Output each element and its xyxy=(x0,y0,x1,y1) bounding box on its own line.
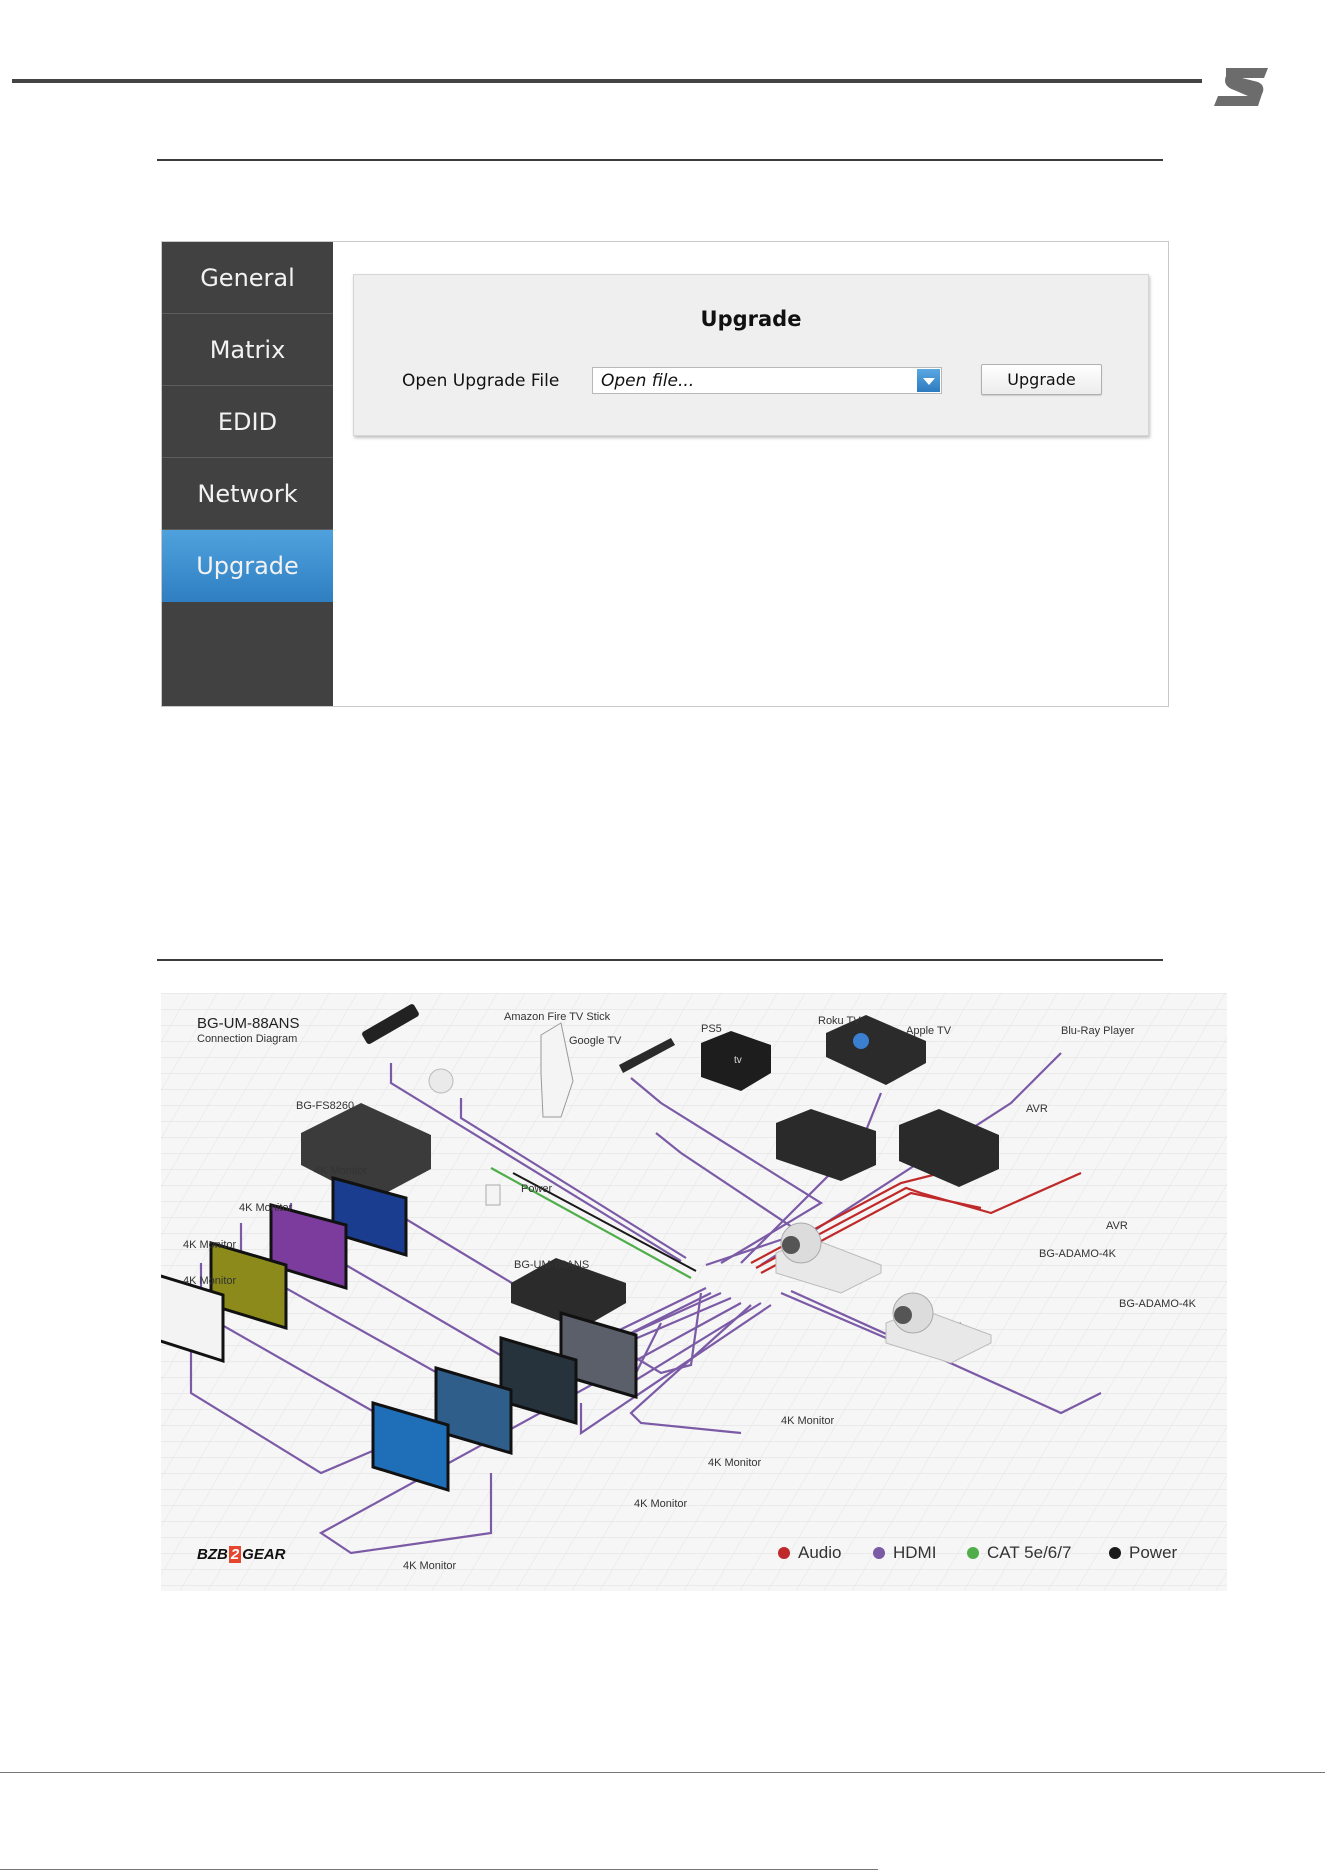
avr-2 xyxy=(899,1109,999,1187)
label-google-tv: Google TV xyxy=(569,1035,622,1047)
camera-2 xyxy=(885,1292,992,1364)
open-file-select[interactable]: Open file... xyxy=(592,367,942,394)
upgrade-panel: Upgrade Open Upgrade File Open file... U… xyxy=(353,274,1149,436)
legend-audio: Audio xyxy=(778,1543,841,1563)
diagram-title: BG-UM-88ANS xyxy=(197,1015,300,1032)
label-monitor-3: 4K Monitor xyxy=(183,1239,237,1251)
monitor-3 xyxy=(209,1240,288,1331)
cat-dot-icon xyxy=(967,1547,979,1559)
legend-cat-label: CAT 5e/6/7 xyxy=(987,1543,1072,1562)
diagram-illustration: tv xyxy=(161,993,1227,1591)
label-power: Power xyxy=(521,1183,553,1195)
open-upgrade-file-label: Open Upgrade File xyxy=(402,371,560,391)
section-rule-top xyxy=(157,159,1163,161)
power-cable xyxy=(512,1172,697,1272)
network-switch-bg-fs8260 xyxy=(301,1103,431,1201)
apple-tv-box: tv xyxy=(701,1031,771,1091)
label-apple-tv: Apple TV xyxy=(906,1025,952,1037)
web-ui-upgrade-screenshot: General Matrix EDID Network Upgrade Upgr… xyxy=(161,241,1169,707)
nav-item-matrix[interactable]: Matrix xyxy=(162,314,333,386)
monitor-6 xyxy=(499,1335,578,1426)
ps5 xyxy=(540,1022,574,1118)
sidebar-nav: General Matrix EDID Network Upgrade xyxy=(162,242,333,706)
power-dot-icon xyxy=(1109,1547,1121,1559)
monitor-1 xyxy=(331,1176,408,1258)
bluray-player xyxy=(826,1015,926,1085)
label-cam-1: BG-ADAMO-4K xyxy=(1039,1248,1117,1260)
legend-power-label: Power xyxy=(1129,1543,1178,1562)
google-tv xyxy=(428,1068,454,1094)
label-monitor-6: 4K Monitor xyxy=(708,1457,762,1469)
nav-item-edid[interactable]: EDID xyxy=(162,386,333,458)
label-switch: BG-FS8260 xyxy=(296,1100,355,1112)
label-avr-2: AVR xyxy=(1106,1220,1128,1232)
legend-hdmi: HDMI xyxy=(873,1543,936,1563)
panel-title: Upgrade xyxy=(700,307,802,331)
camera-1 xyxy=(775,1222,882,1294)
label-avr-1: AVR xyxy=(1026,1103,1048,1115)
connection-diagram: tv BG-UM-88ANS Connection Diagram Amazon… xyxy=(161,993,1227,1591)
label-monitor-1: 4K Monitor xyxy=(314,1165,368,1177)
label-monitor-5: 4K Monitor xyxy=(781,1415,835,1427)
power-outlet xyxy=(485,1184,501,1206)
label-ps5: PS5 xyxy=(701,1023,722,1035)
cat-cable xyxy=(490,1167,692,1279)
nav-item-general[interactable]: General xyxy=(162,242,333,314)
brand-bzb: BZB xyxy=(197,1546,228,1563)
diagram-subtitle: Connection Diagram xyxy=(197,1033,298,1045)
monitor-2 xyxy=(269,1203,348,1291)
label-roku: Roku TV xyxy=(818,1015,861,1027)
header-rule xyxy=(12,79,1202,83)
monitor-7 xyxy=(434,1365,513,1456)
label-monitor-2: 4K Monitor xyxy=(239,1202,293,1214)
matrix-bg-um-88ans xyxy=(511,1258,626,1329)
monitor-4 xyxy=(161,1274,225,1364)
brand-gear: GEAR xyxy=(242,1546,286,1563)
svg-text:tv: tv xyxy=(734,1055,742,1066)
legend-power: Power xyxy=(1109,1543,1177,1563)
legend-cat: CAT 5e/6/7 xyxy=(967,1543,1071,1563)
label-monitor-8: 4K Monitor xyxy=(403,1560,457,1572)
chevron-down-icon[interactable] xyxy=(917,369,940,392)
label-monitor-4: 4K Monitor xyxy=(183,1275,237,1287)
avr-1 xyxy=(776,1109,876,1181)
label-matrix: BG-UM-88ANS xyxy=(514,1259,590,1271)
footer-rule-short xyxy=(0,1869,878,1870)
bzbgear-logo-icon xyxy=(1214,68,1268,106)
footer-rule xyxy=(0,1772,1325,1773)
monitor-8 xyxy=(371,1400,450,1493)
label-monitor-7: 4K Monitor xyxy=(634,1498,688,1510)
label-cam-2: BG-ADAMO-4K xyxy=(1119,1298,1197,1310)
fire-tv-stick xyxy=(362,1004,419,1045)
open-file-value: Open file... xyxy=(601,371,695,391)
upgrade-button[interactable]: Upgrade xyxy=(981,364,1102,395)
section-rule-diagram xyxy=(157,959,1163,961)
legend-hdmi-label: HDMI xyxy=(893,1543,937,1562)
audio-dot-icon xyxy=(778,1547,790,1559)
nav-item-upgrade[interactable]: Upgrade xyxy=(162,530,333,602)
hdmi-dot-icon xyxy=(873,1547,885,1559)
roku-stick xyxy=(619,1038,675,1073)
legend-audio-label: Audio xyxy=(798,1543,842,1562)
label-bluray: Blu-Ray Player xyxy=(1061,1025,1135,1037)
label-fire-tv: Amazon Fire TV Stick xyxy=(504,1011,611,1023)
nav-item-network[interactable]: Network xyxy=(162,458,333,530)
